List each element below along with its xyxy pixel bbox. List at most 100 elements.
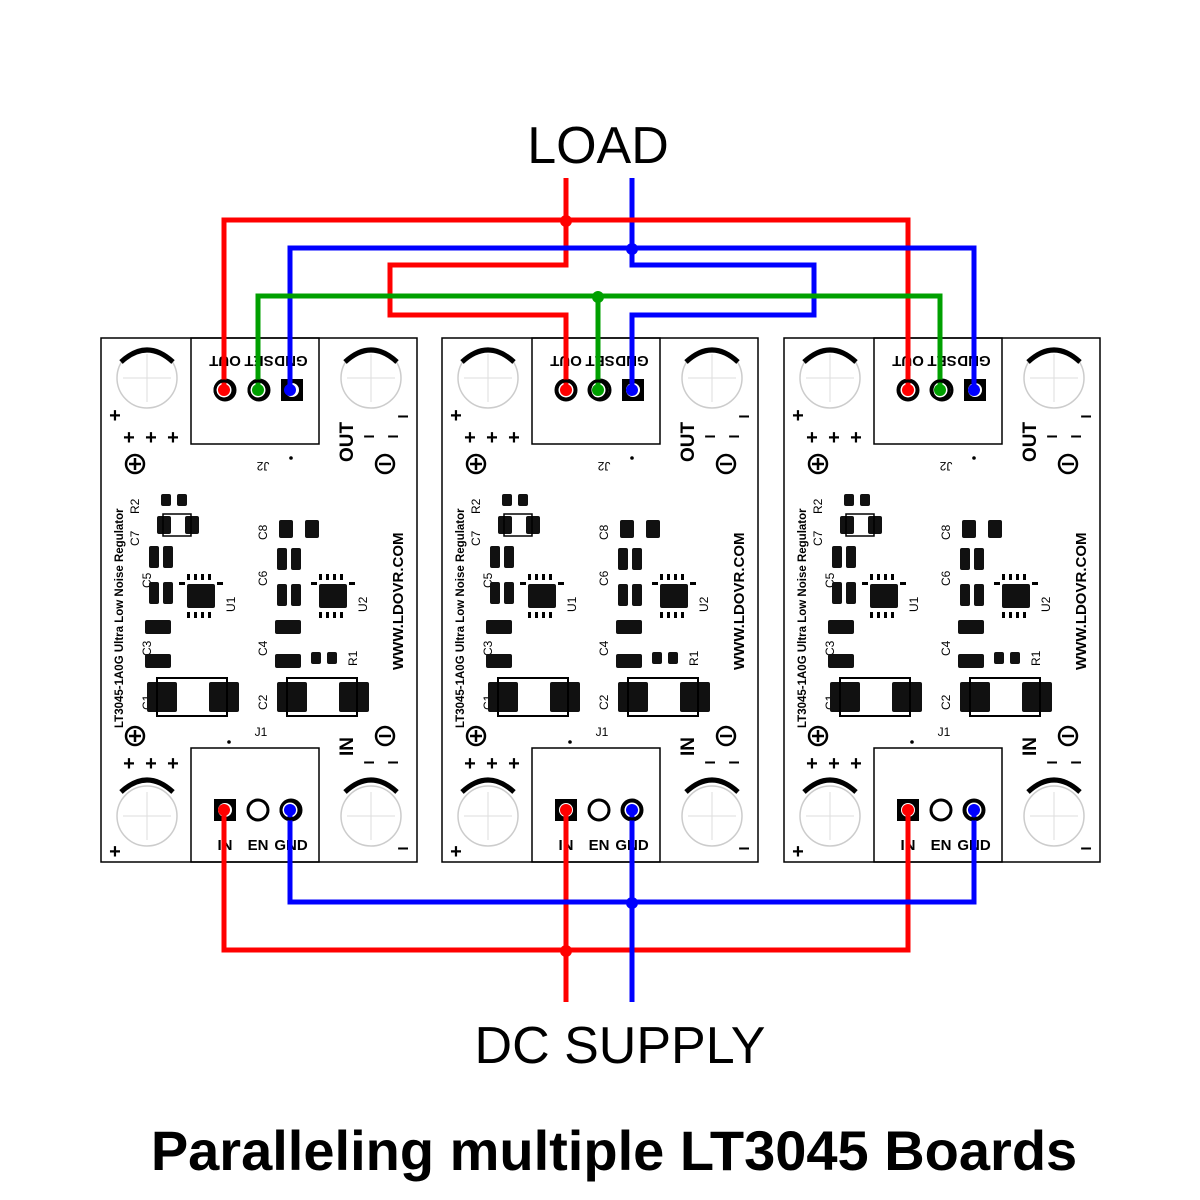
j2-terminal-block [190,337,320,445]
plus-mark: + [850,753,862,775]
comp-label-group: R2 [469,498,483,514]
comp-label-group: R1 [1029,650,1043,666]
junction-dot [560,215,572,227]
component-label-c4: C4 [939,640,953,656]
smd-pad-c3 [828,620,854,634]
comp-label-group: C3 [140,640,154,656]
j2-label-group: J2 [939,459,952,473]
smd-pad-r1 [652,652,662,664]
smd-pad-c5 [149,546,159,568]
smd-pad-c2 [618,682,648,712]
comp-label-group: U1 [565,596,579,612]
smd-pad-c6 [974,584,984,606]
plus-mark: + [167,427,179,449]
j2-label: J2 [256,459,269,473]
plus-mark: + [464,753,476,775]
pin1-dot [289,456,293,460]
in-label: IN [678,737,699,756]
minus-mark: – [704,425,715,447]
board-url: WWW.LDOVR.COM [1073,533,1090,670]
mount-hole [1023,785,1085,847]
minus-circle-symbol [715,725,737,747]
pin1-dot [630,456,634,460]
comp-label-group: C2 [256,694,270,710]
hole-arc [1026,347,1082,364]
smd-pad-c6 [632,584,642,606]
comp-label-group: C8 [939,524,953,540]
smd-pad-c7 [840,516,854,534]
smd-pad-c6 [960,584,970,606]
dc-supply-label: DC SUPPLY [475,1017,766,1075]
pin1-dot [972,456,976,460]
comp-label-group: C6 [597,570,611,586]
minus-mark: – [363,425,374,447]
plus-mark: + [145,427,157,449]
plus-mark: + [464,427,476,449]
minus-mark: – [1046,751,1057,773]
smd-pad-c1 [830,682,860,712]
smd-pad-c4 [275,654,301,668]
minus-circle-symbol [1057,725,1079,747]
comp-label-group: U2 [697,596,711,612]
smd-pad-c8 [988,520,1002,538]
terminal-hole-en [246,798,270,822]
mount-hole [116,785,178,847]
j2-label-group: J2 [597,459,610,473]
comp-label-group: U1 [224,596,238,612]
j2-label-group: J2 [256,459,269,473]
hole-arc [119,347,175,364]
smd-pad-c5 [504,546,514,568]
component-label-r2: R2 [811,498,825,514]
board-url: WWW.LDOVR.COM [390,533,407,670]
comp-label-group: C3 [823,640,837,656]
smd-pad-c5 [832,546,842,568]
smd-pad-c6 [277,584,287,606]
comp-label-group: C7 [128,530,142,546]
plus-mark: + [123,753,135,775]
hole-arc [684,347,740,364]
minus-mark: – [1080,405,1091,427]
plus-mark: + [850,427,862,449]
smd-pad-c2 [339,682,369,712]
hole-arc [343,777,399,794]
smd-pad-c8 [279,520,293,538]
junction-dot [592,291,604,303]
component-label-c4: C4 [597,640,611,656]
out-terminal-dot [902,384,914,396]
in-gnd-terminal-dot [968,804,980,816]
comp-label-group: R2 [811,498,825,514]
smd-pad-r1 [994,652,1004,664]
smd-pad-c2 [277,682,307,712]
minus-mark: – [704,751,715,773]
component-label-c2: C2 [597,694,611,710]
component-label-u1: U1 [907,596,921,612]
smd-pad-c3 [486,654,512,668]
smd-pad-c6 [974,548,984,570]
minus-mark: – [728,425,739,447]
j1-terminal-block [531,747,661,863]
component-label-u2: U2 [697,596,711,612]
smd-pad-c8 [646,520,660,538]
plus-mark: + [508,427,520,449]
hole-arc [460,777,516,794]
pin1-dot [227,740,231,744]
comp-label-group: R1 [346,650,360,666]
gnd-terminal-dot [968,384,980,396]
smd-pad-c7 [498,516,512,534]
junction-dot [626,897,638,909]
mount-hole [340,785,402,847]
comp-label-group: U2 [356,596,370,612]
plus-mark: + [806,753,818,775]
smd-pad-c5 [163,582,173,604]
component-label-r2: R2 [128,498,142,514]
plus-circle-symbol [807,725,829,747]
board-url-group: WWW.LDOVR.COM [731,533,748,670]
in-pin-label-en: EN [931,837,952,854]
minus-mark: – [397,837,408,859]
component-label-c8: C8 [939,524,953,540]
smd-pad-c5 [846,546,856,568]
smd-pad-c2 [960,682,990,712]
mount-hole [799,785,861,847]
minus-mark: – [1070,425,1081,447]
